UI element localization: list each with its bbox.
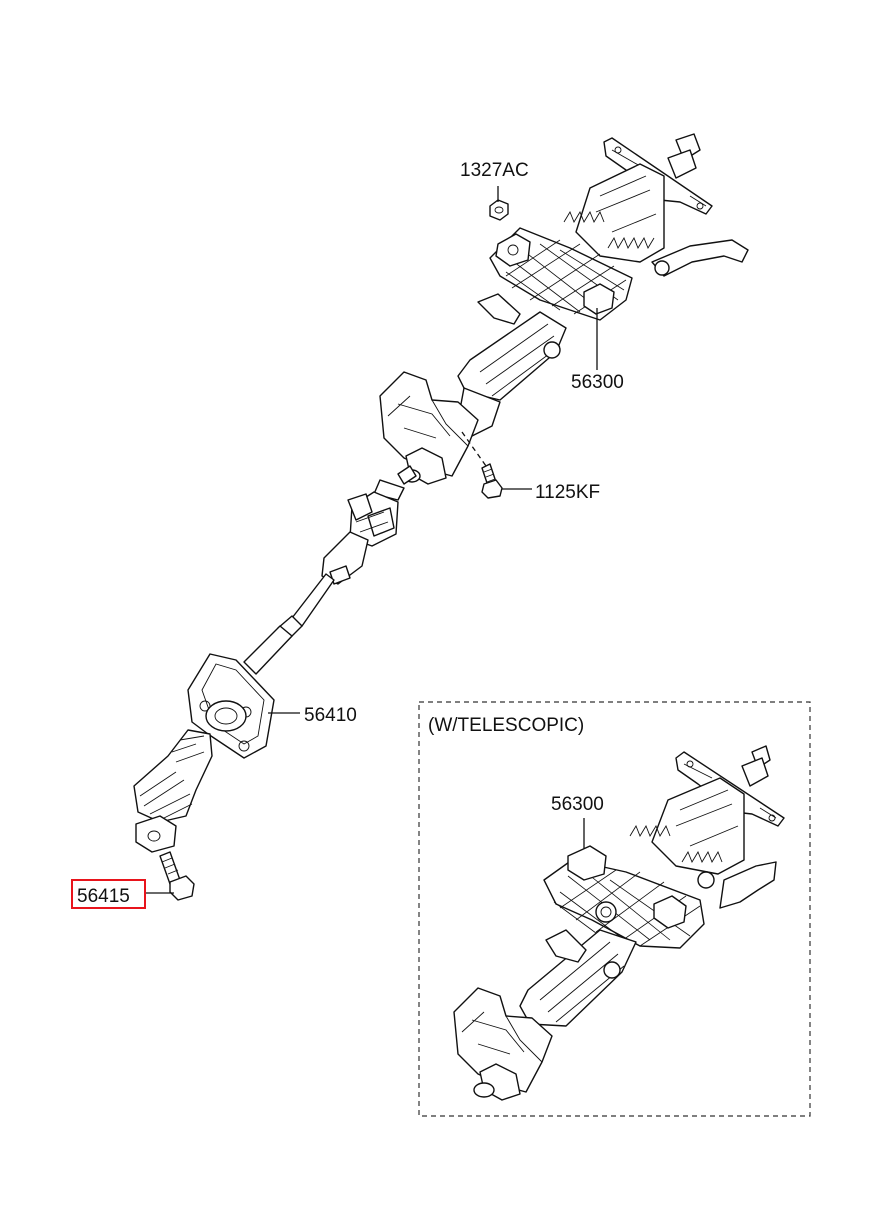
- steering-column-assembly-telescopic[interactable]: [453, 745, 785, 1101]
- highlight-box: [71, 879, 146, 909]
- label-1125kf: 1125KF: [535, 482, 600, 503]
- label-1327ac: 1327AC: [460, 160, 529, 181]
- intermediate-shaft-assembly[interactable]: [133, 465, 417, 853]
- label-56410: 56410: [304, 705, 357, 726]
- telescopic-inset: (W/TELESCOPIC) 56300: [418, 701, 811, 1117]
- steering-column-assembly-main[interactable]: [379, 133, 749, 485]
- inset-border: [418, 701, 811, 1117]
- label-56415: 56415: [77, 886, 130, 907]
- nut-1327ac[interactable]: [489, 199, 509, 221]
- label-56300-inset: 56300: [551, 794, 604, 815]
- bolt-1125kf[interactable]: [481, 463, 503, 499]
- bolt-56415[interactable]: [159, 851, 195, 901]
- label-56300-main: 56300: [571, 372, 624, 393]
- leader-1125kf-dashed: [461, 431, 487, 467]
- label-56415-group[interactable]: 56415: [71, 879, 146, 909]
- inset-title: (W/TELESCOPIC): [428, 715, 584, 736]
